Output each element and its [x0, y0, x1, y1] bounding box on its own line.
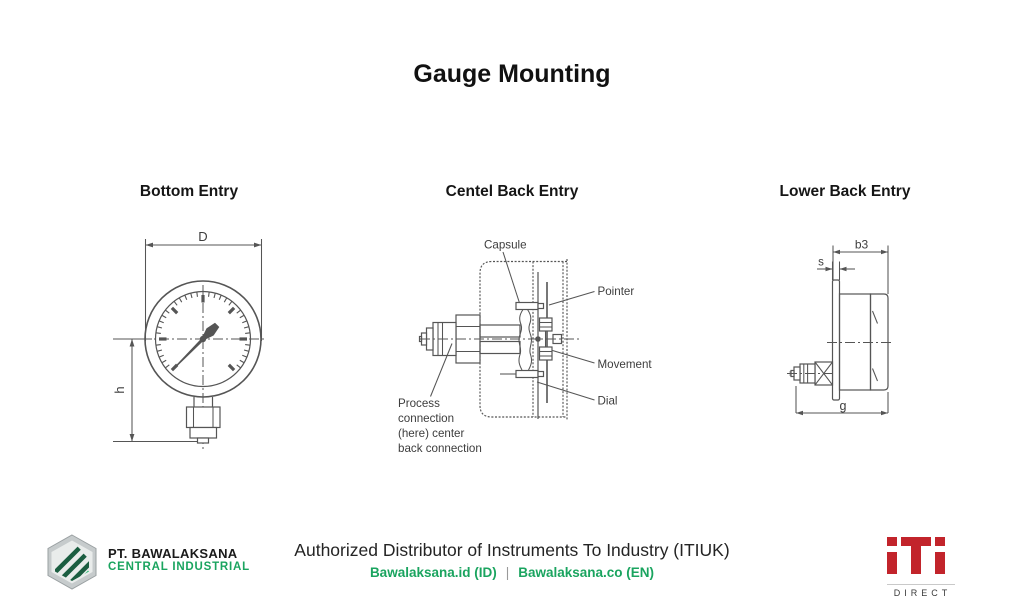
footer-links: Bawalaksana.id (ID) | Bawalaksana.co (EN) [0, 565, 1024, 580]
label-dial: Dial [598, 395, 618, 408]
dim-label-D: D [198, 229, 207, 244]
heading-lower-back-entry: Lower Back Entry [779, 183, 911, 200]
svg-text:Process: Process [398, 397, 440, 410]
svg-text:back connection: back connection [398, 442, 482, 455]
footer-company-brand: PT. BAWALAKSANA CENTRAL INDUSTRIAL [45, 534, 250, 590]
dim-label-b3: b3 [855, 238, 869, 252]
svg-text:(here) center: (here) center [398, 427, 465, 440]
link-separator: | [505, 565, 510, 580]
lower-back-entry-diagram: b3 s g [787, 238, 893, 416]
dim-label-h: h [112, 386, 127, 393]
dim-label-g: g [840, 399, 847, 413]
iti-direct-logo: DIRECT [887, 537, 955, 598]
link-bawalaksana-en[interactable]: Bawalaksana.co (EN) [518, 565, 655, 580]
heading-center-back-entry: Centel Back Entry [445, 183, 579, 200]
dim-label-s: s [818, 257, 824, 269]
center-back-entry-diagram: Capsule Pointer Movement Dial Process co… [398, 239, 653, 456]
bottom-entry-diagram: D h [112, 229, 265, 449]
svg-text:connection: connection [398, 412, 454, 425]
link-bawalaksana-id[interactable]: Bawalaksana.id (ID) [369, 565, 497, 580]
gauge-side-body [831, 279, 889, 401]
label-pointer: Pointer [598, 285, 635, 298]
iti-direct-label: DIRECT [893, 588, 952, 598]
iti-logo-divider [887, 584, 955, 585]
hexagon-logo-icon [47, 534, 97, 590]
label-process-connection: Process connection (here) center back co… [398, 397, 482, 455]
company-subtitle: CENTRAL INDUSTRIAL [108, 561, 250, 573]
iti-logo-icon [887, 537, 945, 574]
label-movement: Movement [598, 358, 653, 371]
bottom-connection-stem [185, 397, 221, 444]
label-capsule: Capsule [484, 239, 527, 252]
page-title: Gauge Mounting [413, 60, 611, 88]
company-name: PT. BAWALAKSANA [108, 546, 238, 561]
distributor-line: Authorized Distributor of Instruments To… [294, 540, 730, 560]
heading-bottom-entry: Bottom Entry [139, 183, 239, 200]
gauge-needle [172, 322, 220, 371]
